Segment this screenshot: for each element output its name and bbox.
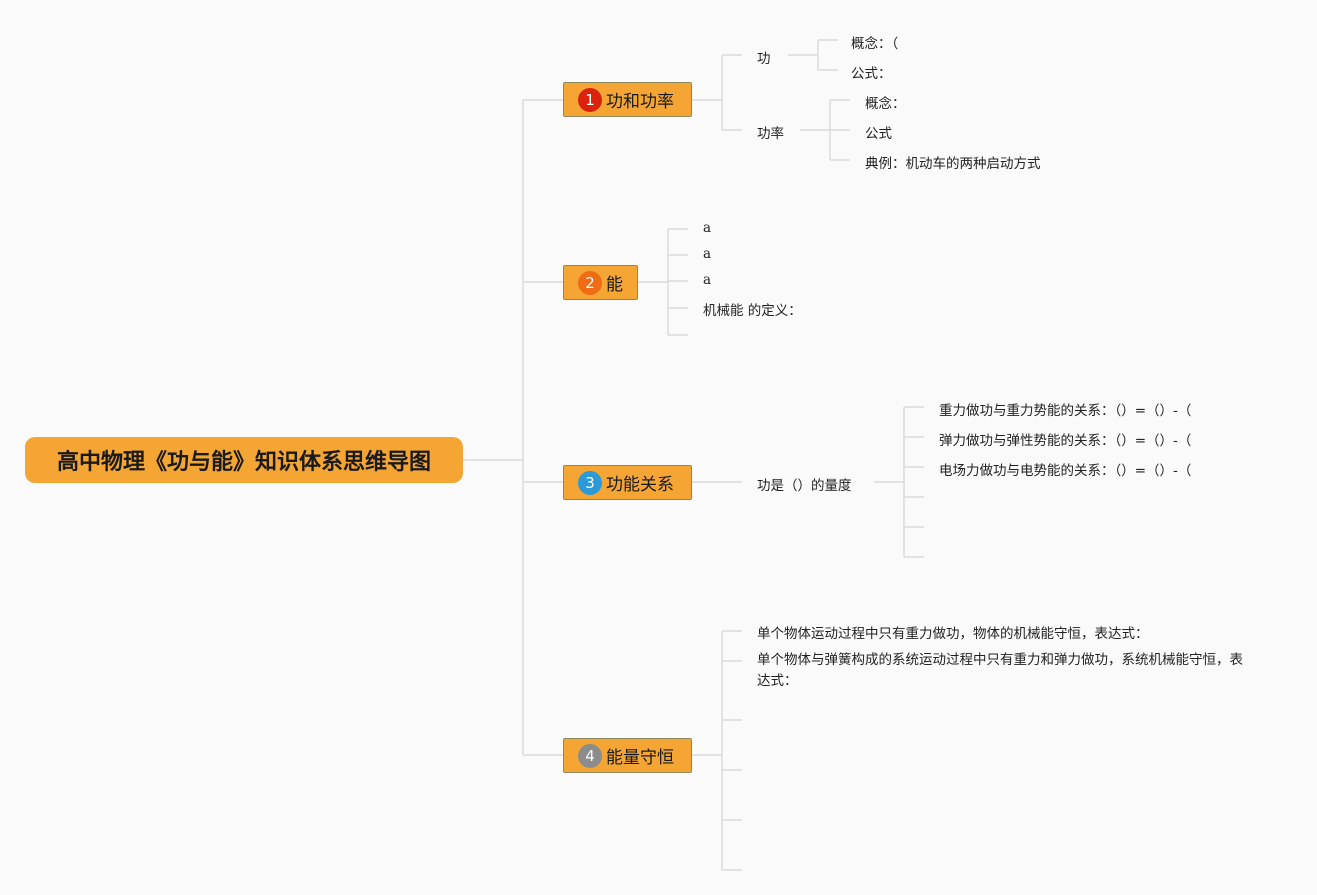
leaf-energy-a1[interactable]: a [703,220,712,236]
node-power[interactable]: 功率 [757,126,784,142]
branch-label: 能量守恒 [606,748,674,768]
number-badge: 2 [578,270,602,295]
leaf-power-example[interactable]: 典例：机动车的两种启动方式 [865,156,1041,172]
number-badge: 3 [578,470,602,495]
leaf-gravity-relation[interactable]: 重力做功与重力势能的关系：（）=（）-（ [939,403,1192,419]
leaf-spring-system-conservation[interactable]: 单个物体与弹簧构成的系统运动过程中只有重力和弹力做功，系统机械能守恒，表达式： [757,652,1243,689]
leaf-power-concept[interactable]: 概念： [865,96,906,112]
leaf-energy-a3[interactable]: a [703,272,712,288]
leaf-work-concept[interactable]: 概念：（ [851,36,899,52]
number-badge: 4 [578,743,602,768]
leaf-work-formula[interactable]: 公式：￼ [851,66,892,82]
branch-label: 功能关系 [606,475,674,495]
branch-work-energy-relation[interactable]: 3 功能关系 [563,465,692,500]
leaf-elastic-relation[interactable]: 弹力做功与弹性势能的关系：（）=（）-（ [939,433,1192,449]
node-work-measure[interactable]: 功是（）的量度 [757,478,852,494]
branch-work-power[interactable]: 1 功和功率 [563,82,692,117]
branch-energy-conservation[interactable]: 4 能量守恒 [563,738,692,773]
leaf-electric-relation[interactable]: 电场力做功与电势能的关系：（）=（）-（ [939,463,1192,479]
leaf-mechanical-energy[interactable]: 机械能 的定义： [703,303,802,319]
leaf-single-object-conservation[interactable]: 单个物体运动过程中只有重力做功，物体的机械能守恒，表达式： [757,626,1149,642]
branch-label: 能 [606,275,623,295]
branch-energy[interactable]: 2 能 [563,265,638,300]
root-node[interactable]: 高中物理《功与能》知识体系思维导图 [25,437,463,483]
number-badge: 1 [578,87,602,112]
branch-label: 功和功率 [606,92,674,112]
leaf-energy-a2[interactable]: a [703,246,712,262]
node-work[interactable]: 功 [757,51,771,67]
leaf-power-formula[interactable]: 公式 [865,126,892,142]
